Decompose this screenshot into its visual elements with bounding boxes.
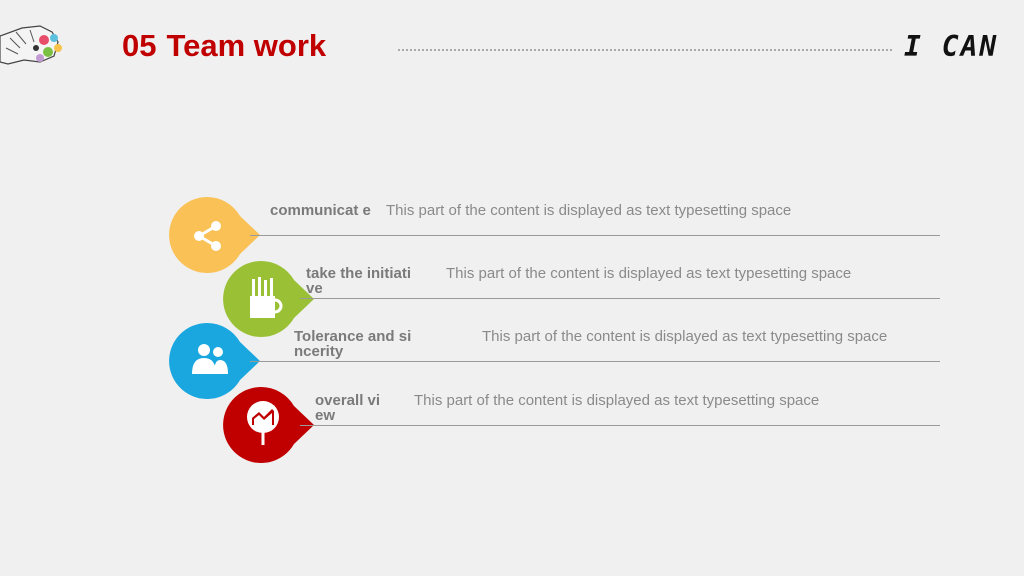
section-number: 05 [122,28,157,63]
item-description: This part of the content is displayed as… [482,328,888,345]
item-description: This part of the content is displayed as… [386,202,792,219]
chart-sign-icon [244,400,282,446]
dotted-divider [398,49,892,51]
people-icon [190,342,230,376]
row-divider [250,361,940,362]
row-divider [300,425,940,426]
item-label: communicat e [270,202,371,219]
hand-logo-icon [0,18,70,76]
item-label: take the initiative [306,265,412,297]
item-description: This part of the content is displayed as… [414,392,820,409]
pin-marker [168,196,260,274]
row-divider [300,298,940,299]
item-label: overall view [315,392,381,424]
item-label: Tolerance and sincerity [294,328,412,360]
share-icon [190,218,226,254]
page-title: 05 Team work [122,28,326,64]
brand-text: I CAN [904,30,999,63]
item-description: This part of the content is displayed as… [446,265,852,282]
pin-marker [168,322,260,400]
section-title: Team work [166,28,327,63]
row-divider [250,235,940,236]
pencil-cup-icon [244,276,284,320]
